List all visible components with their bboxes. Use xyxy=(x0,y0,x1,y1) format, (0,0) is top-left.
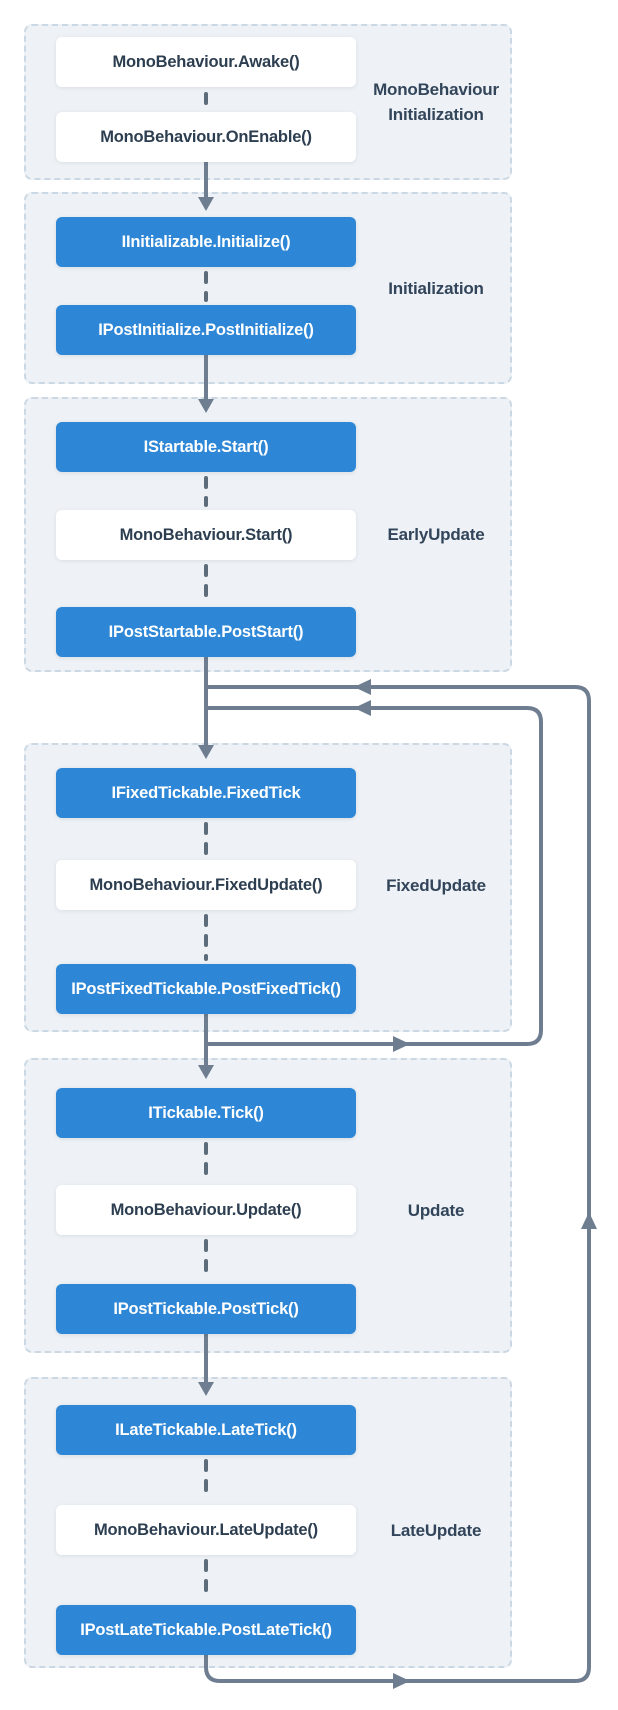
node-ilatetickable-latetick: ILateTickable.LateTick() xyxy=(56,1405,356,1455)
label-earlyupdate: EarlyUpdate xyxy=(387,525,485,544)
node-iposttickable-posttick: IPostTickable.PostTick() xyxy=(56,1284,356,1334)
node-itickable-tick: ITickable.Tick() xyxy=(56,1088,356,1138)
node-ipostfixedtickable-postfixedtick: IPostFixedTickable.PostFixedTick() xyxy=(56,964,356,1014)
node-ifixedtickable-fixedtick: IFixedTickable.FixedTick xyxy=(56,768,356,818)
node-monobehaviour-lateupdate: MonoBehaviour.LateUpdate() xyxy=(56,1505,356,1555)
label-fixedupdate: FixedUpdate xyxy=(386,876,486,895)
arrowhead-right-fixed-loop xyxy=(393,1036,410,1052)
node-monobehaviour-onenable: MonoBehaviour.OnEnable() xyxy=(56,112,356,162)
node-monobehaviour-fixedupdate: MonoBehaviour.FixedUpdate() xyxy=(56,860,356,910)
arrowhead-left-frame-loop xyxy=(354,679,371,695)
node-ipoststartable-poststart: IPostStartable.PostStart() xyxy=(56,607,356,657)
arrowhead-left-fixed-loop xyxy=(354,700,371,716)
node-monobehaviour-update: MonoBehaviour.Update() xyxy=(56,1185,356,1235)
label-update: Update xyxy=(407,1201,465,1220)
label-lateupdate: LateUpdate xyxy=(390,1521,482,1540)
node-ipostlatetickable-postlatetick: IPostLateTickable.PostLateTick() xyxy=(56,1605,356,1655)
node-iinitializable-initialize: IInitializable.Initialize() xyxy=(56,217,356,267)
node-ipostinitialize-postinitialize: IPostInitialize.PostInitialize() xyxy=(56,305,356,355)
node-monobehaviour-start: MonoBehaviour.Start() xyxy=(56,510,356,560)
node-monobehaviour-awake: MonoBehaviour.Awake() xyxy=(56,37,356,87)
label-initialization: Initialization xyxy=(388,279,484,298)
node-istartable-start: IStartable.Start() xyxy=(56,422,356,472)
arrowhead-up-frame-loop xyxy=(581,1212,597,1229)
arrowhead-right-frame-loop xyxy=(393,1673,410,1689)
label-monobehaviour-initialization: MonoBehaviour Initialization xyxy=(373,80,499,124)
